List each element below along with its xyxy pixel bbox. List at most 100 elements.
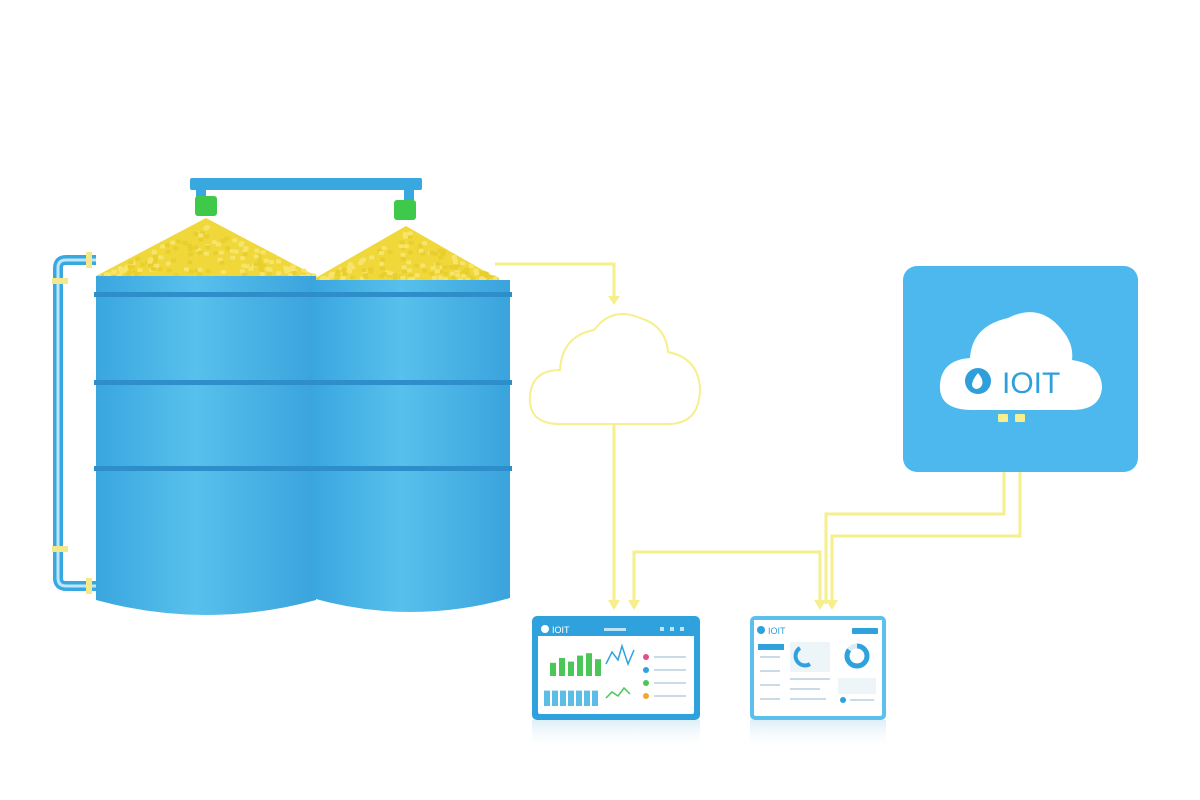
grain-kernel <box>392 276 398 280</box>
grain-kernel <box>211 240 217 245</box>
grain-kernel <box>248 266 254 271</box>
grain-kernel <box>469 276 475 281</box>
grain-kernel <box>176 239 182 244</box>
grain-kernel <box>350 265 356 270</box>
grain-kernel <box>164 243 170 248</box>
grain-kernel <box>368 267 374 272</box>
grain-kernel <box>135 256 141 261</box>
tablet-left-line-chart-2 <box>605 686 631 699</box>
tablet-dashboard-left[interactable]: IOIT <box>532 616 700 750</box>
grain-kernel <box>410 276 416 281</box>
grain-kernel <box>379 261 384 266</box>
chart-column <box>576 690 582 706</box>
grain-kernel <box>334 272 340 277</box>
grain-kernel <box>335 269 341 274</box>
grain-kernel <box>233 249 239 254</box>
grain-kernel <box>193 231 199 236</box>
grain-kernel <box>468 264 474 268</box>
grain-kernel <box>243 246 249 251</box>
grain-kernel <box>418 248 424 253</box>
grain-kernel <box>441 249 447 254</box>
grain-kernel <box>160 244 166 249</box>
grain-kernel <box>401 265 407 270</box>
grain-kernel <box>347 262 353 267</box>
grain-kernel <box>420 263 426 268</box>
grain-kernel <box>431 275 437 280</box>
grain-kernel <box>407 250 413 255</box>
grain-kernel <box>127 264 133 269</box>
grain-kernel <box>119 269 125 274</box>
grain-kernel <box>204 251 209 256</box>
grain-kernel <box>157 267 163 272</box>
grain-kernel <box>219 260 225 265</box>
grain-kernel <box>198 233 204 238</box>
grain-kernel <box>220 270 226 275</box>
grain-kernel <box>465 271 471 276</box>
grain-kernel <box>197 267 203 272</box>
flame-drop-icon <box>972 373 983 389</box>
grain-kernel <box>103 272 109 277</box>
grain-kernel <box>184 267 189 272</box>
chart-bar <box>595 659 601 676</box>
grain-kernel <box>363 275 369 279</box>
grain-kernel <box>361 257 366 262</box>
grain-kernel <box>188 252 194 257</box>
grain-kernel <box>342 272 348 277</box>
grain-kernel <box>112 269 117 274</box>
grain-kernel <box>437 275 443 280</box>
grain-kernel <box>400 257 406 261</box>
chart-column <box>544 690 550 706</box>
grain-kernel <box>402 232 408 237</box>
grain-kernel <box>197 272 203 277</box>
grain-kernel <box>148 257 154 262</box>
grain-kernel <box>253 254 259 259</box>
grain-kernel <box>266 272 272 277</box>
grain-kernel <box>435 261 441 266</box>
grain-kernel <box>173 246 179 251</box>
grain-kernel <box>449 271 455 276</box>
grain-kernel <box>150 267 156 272</box>
grain-kernel <box>340 276 346 281</box>
silo-to-cloud-connector <box>495 262 616 298</box>
grain-kernel <box>400 275 406 280</box>
grain-kernel <box>166 268 172 273</box>
grain-kernel <box>259 268 265 273</box>
grain-kernel <box>148 263 154 268</box>
grain-kernel <box>158 255 164 260</box>
grain-kernel <box>443 271 449 276</box>
tablet-left-column-chart <box>544 690 598 706</box>
grain-kernel <box>408 240 414 245</box>
grain-kernel <box>205 245 211 250</box>
grain-kernel <box>170 240 176 245</box>
grain-kernel <box>341 267 347 272</box>
grain-kernel <box>319 276 325 281</box>
grain-kernel <box>398 244 404 249</box>
grain-kernel <box>452 256 458 261</box>
grain-kernel <box>265 267 271 271</box>
grain-kernel <box>165 261 171 266</box>
grain-kernel <box>220 238 226 243</box>
chart-bar <box>568 661 574 676</box>
grain-kernel <box>137 268 143 273</box>
connector-arrowheads <box>608 296 838 610</box>
grain-kernel <box>269 260 274 265</box>
grain-kernel <box>154 263 160 268</box>
grain-kernel <box>408 273 414 278</box>
grain-kernel <box>402 269 407 274</box>
grain-kernel <box>381 246 387 250</box>
grain-kernel <box>197 250 203 255</box>
grain-kernel <box>198 237 204 242</box>
silo-left <box>94 276 318 615</box>
grain-kernel <box>474 271 480 276</box>
grain-kernel <box>140 262 146 267</box>
grain-kernel <box>453 266 459 271</box>
grain-kernel <box>358 261 364 265</box>
grain-kernel <box>361 268 367 273</box>
grain-kernel <box>152 256 158 261</box>
tablet-dashboard-right[interactable]: IOIT <box>750 616 886 750</box>
grain-kernel <box>346 266 352 271</box>
grain-kernel <box>349 275 355 280</box>
grain-kernel <box>260 263 266 268</box>
grain-kernel <box>399 240 405 245</box>
